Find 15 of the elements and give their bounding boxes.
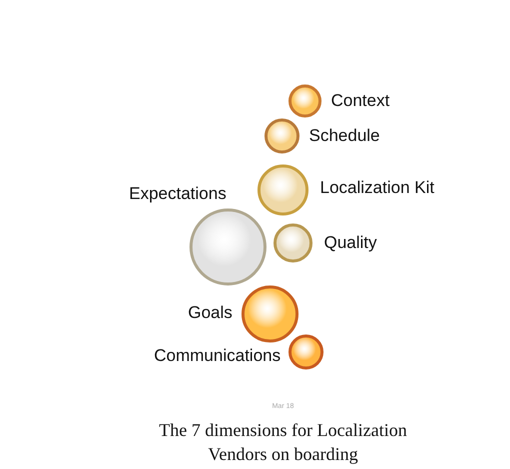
bubble-item: [263, 117, 380, 155]
bubble-item: [188, 284, 300, 344]
bubble-label: Quality: [324, 233, 377, 253]
title: The 7 dimensions for Localization Vendors on boarding: [158, 419, 408, 466]
bubble-item: [272, 222, 377, 264]
bubble-item: [129, 184, 268, 287]
bubble-label: Communications: [154, 346, 281, 366]
bubble-item: [154, 333, 325, 371]
bubble-label: Goals: [188, 303, 232, 323]
bubble-item: [287, 83, 390, 119]
bubble-item: [256, 163, 434, 217]
bubble-label: Schedule: [309, 126, 380, 146]
bubble-label: Localization Kit: [320, 178, 434, 198]
bubble-label: Context: [331, 91, 390, 111]
bubble-label: Expectations: [129, 184, 226, 204]
